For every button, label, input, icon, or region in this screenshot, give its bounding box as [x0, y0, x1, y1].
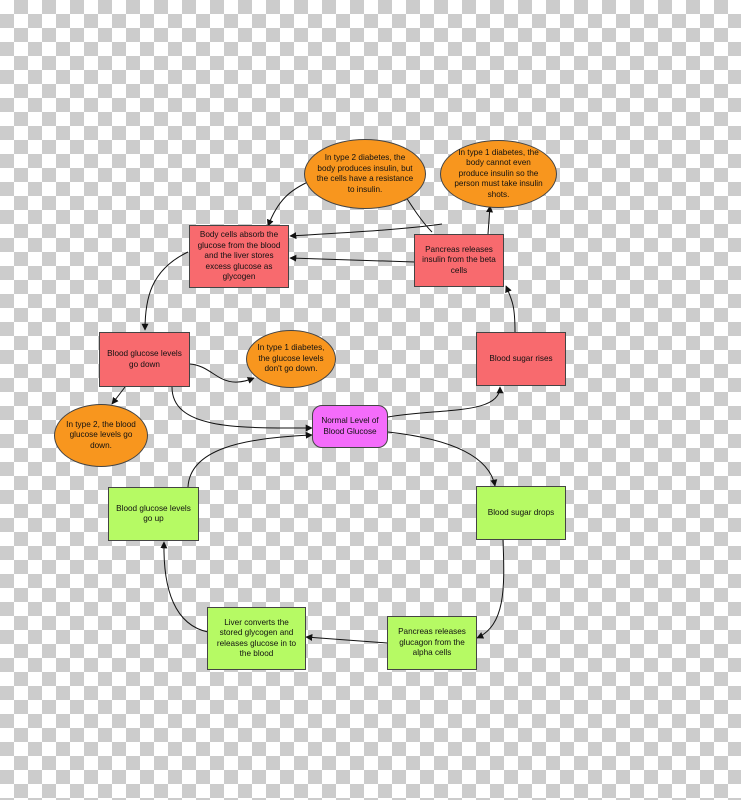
type2-go-down-ellipse: In type 2, the blood glucose levels go d…: [54, 404, 148, 467]
edge-pancreas-to-type1: [486, 205, 494, 235]
levels-go-down-box: Blood glucose levels go down: [99, 332, 190, 387]
type1-no-insulin-ellipse: In type 1 diabetes, the body cannot even…: [440, 140, 557, 208]
edge-type1-to-body-cells: [289, 223, 443, 240]
levels-go-up-box: Blood glucose levels go up: [108, 487, 199, 541]
type1-not-down-ellipse: In type 1 diabetes, the glucose levels d…: [246, 330, 336, 388]
edge-levels-down-to-type1: [189, 363, 255, 384]
edge-normal-to-sugar-rises: [387, 386, 504, 418]
edge-liver-to-levels-up: [160, 541, 209, 633]
edge-sugar-drops-to-pancreas-glucagon: [476, 539, 505, 639]
edge-levels-down-to-type2: [111, 386, 126, 405]
edge-sugar-rises-to-pancreas-insulin: [505, 285, 516, 333]
edge-levels-up-to-normal: [187, 431, 313, 488]
edge-pancreas-to-type2: [403, 193, 433, 233]
sugar-rises-box: Blood sugar rises: [476, 332, 566, 386]
pancreas-glucagon-box: Pancreas releases glucagon from the alph…: [387, 616, 477, 670]
sugar-drops-box: Blood sugar drops: [476, 486, 566, 540]
normal-blood-glucose-node: Normal Level of Blood Glucose: [312, 405, 388, 448]
pancreas-insulin-box: Pancreas releases insulin from the beta …: [414, 234, 504, 287]
edge-body-cells-to-levels-down: [141, 251, 189, 331]
edge-levels-down-to-normal: [171, 386, 313, 432]
edge-type2-to-body-cells: [266, 180, 311, 227]
type2-resistance-ellipse: In type 2 diabetes, the body produces in…: [304, 139, 426, 209]
edge-normal-to-sugar-drops: [387, 431, 498, 487]
edge-pancreas-glucagon-to-liver: [305, 633, 388, 644]
liver-converts-box: Liver converts the stored glycogen and r…: [207, 607, 306, 670]
body-cells-absorb-box: Body cells absorb the glucose from the b…: [189, 225, 289, 288]
edge-pancreas-to-body-cells: [289, 254, 416, 263]
